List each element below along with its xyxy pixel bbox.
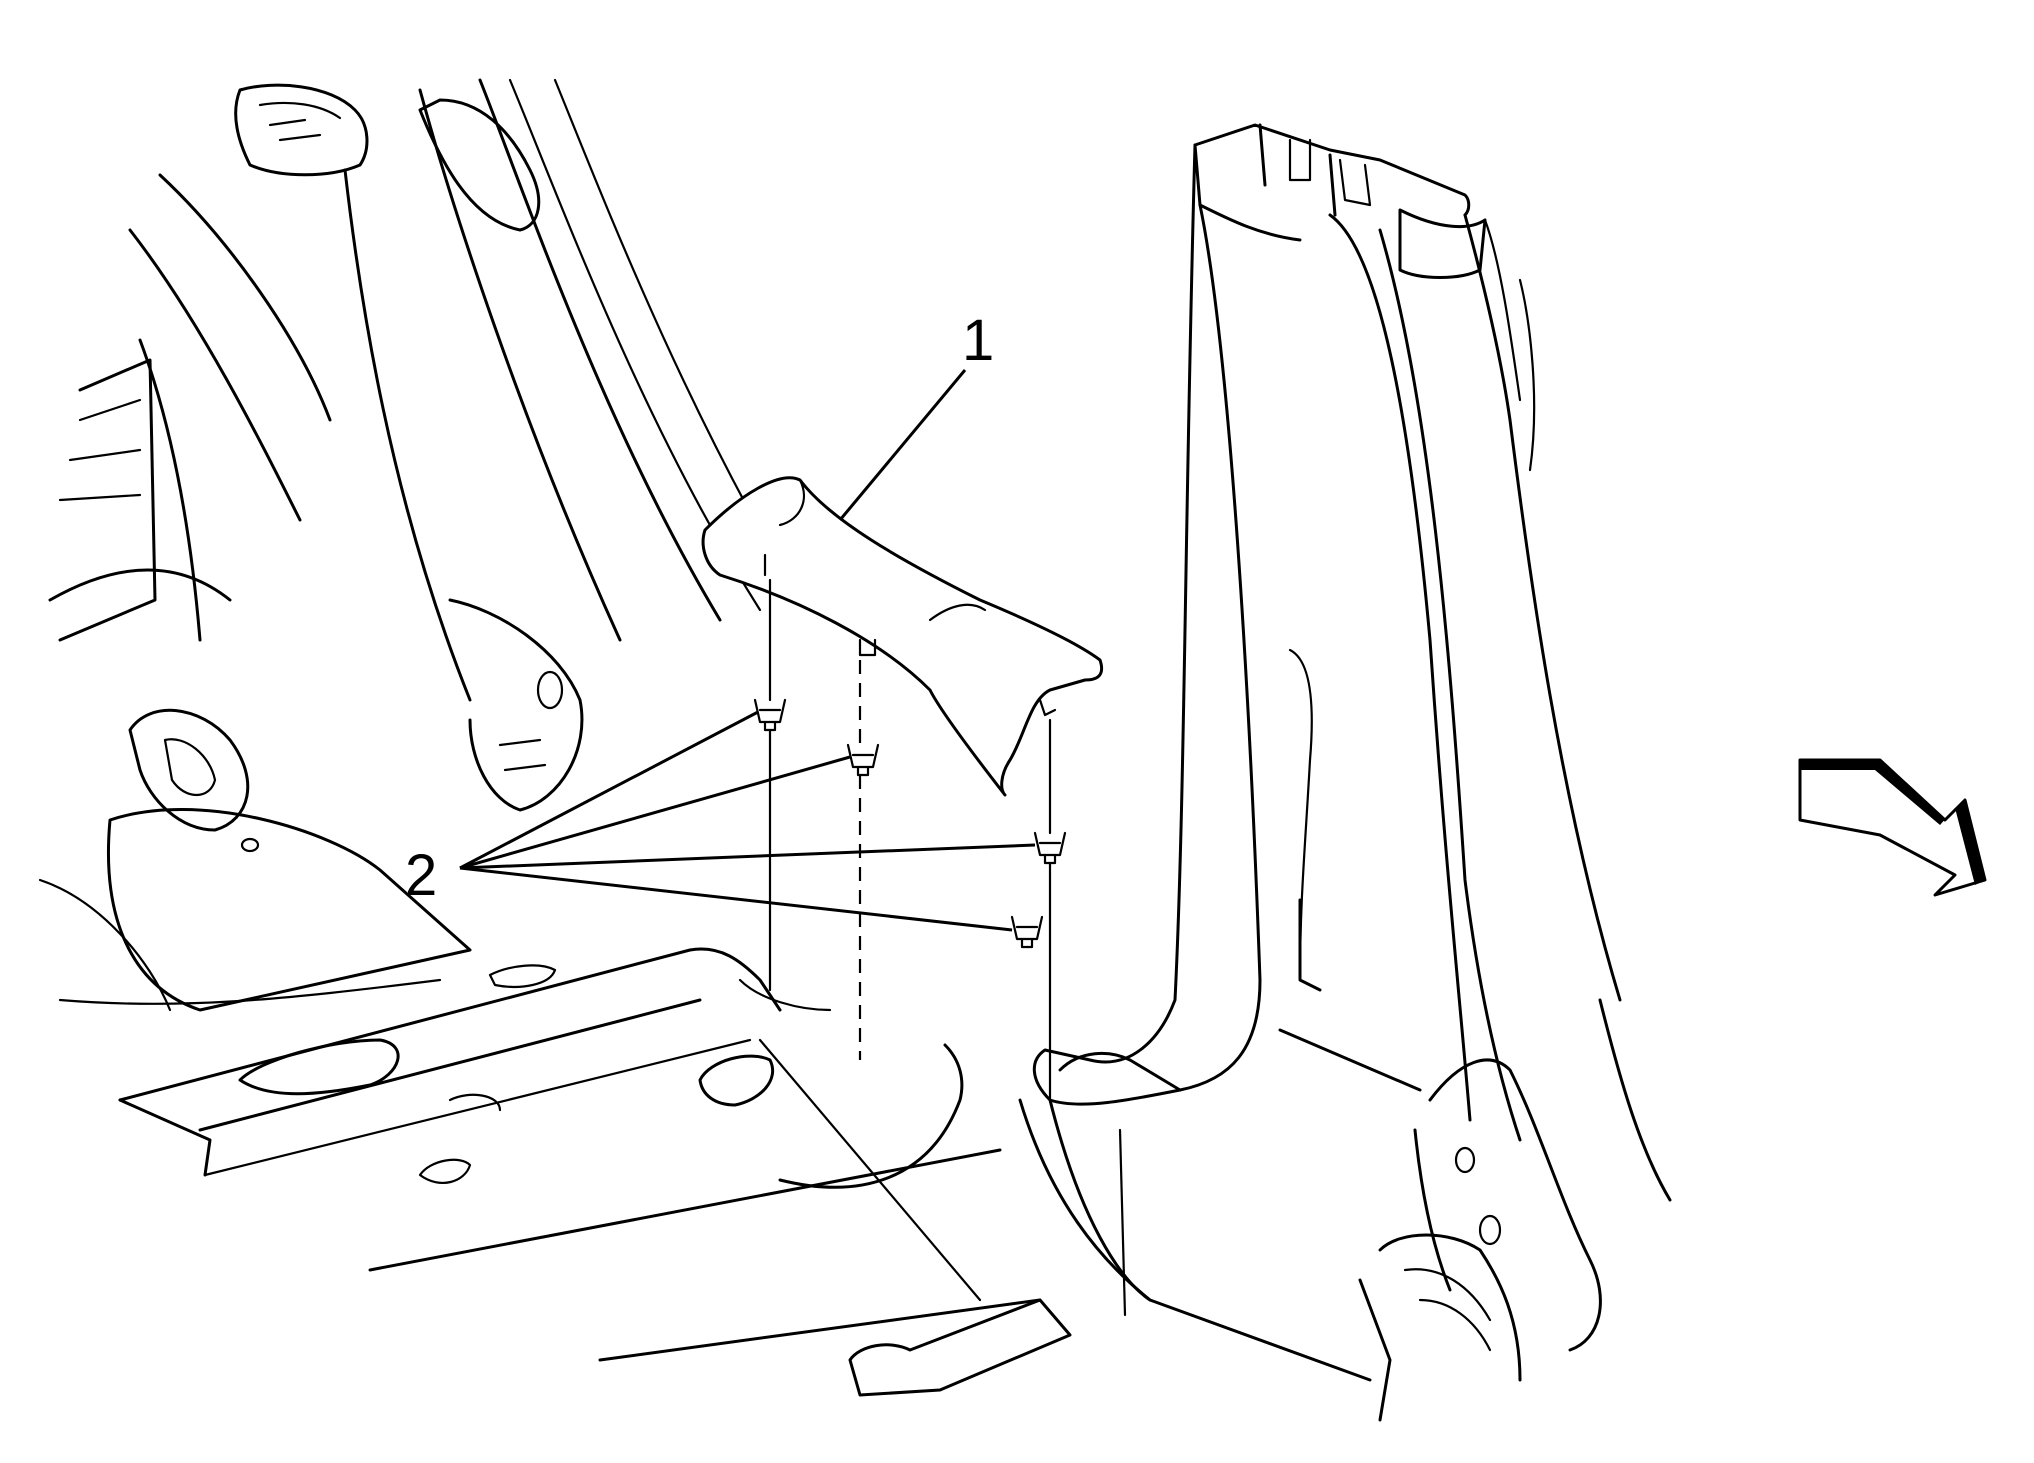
left-body-structure — [38, 78, 802, 1012]
front-direction-arrow-icon — [1798, 758, 1987, 897]
callout-1-label: 1 — [962, 308, 994, 373]
callout-1: 1 — [838, 308, 994, 521]
callout-2-leader — [459, 755, 851, 870]
callout-2: 2 — [405, 710, 1036, 932]
retainer-clips — [753, 698, 1067, 949]
callout-2-label: 2 — [405, 843, 437, 908]
callout-2-leader — [459, 866, 1013, 932]
retainer-clip — [1010, 915, 1044, 949]
callout-2-leader — [459, 843, 1036, 870]
pillar-trim-panel — [701, 476, 1104, 797]
floor-sill — [118, 947, 1072, 1397]
install-guide-lines — [738, 578, 1052, 1102]
callout-2-leader — [459, 710, 759, 870]
retainer-clip — [846, 743, 880, 777]
right-pillar-trim — [1018, 123, 1672, 1422]
callout-1-leader — [838, 369, 967, 521]
retainer-clip — [753, 698, 787, 732]
retainer-clip — [1033, 831, 1067, 865]
